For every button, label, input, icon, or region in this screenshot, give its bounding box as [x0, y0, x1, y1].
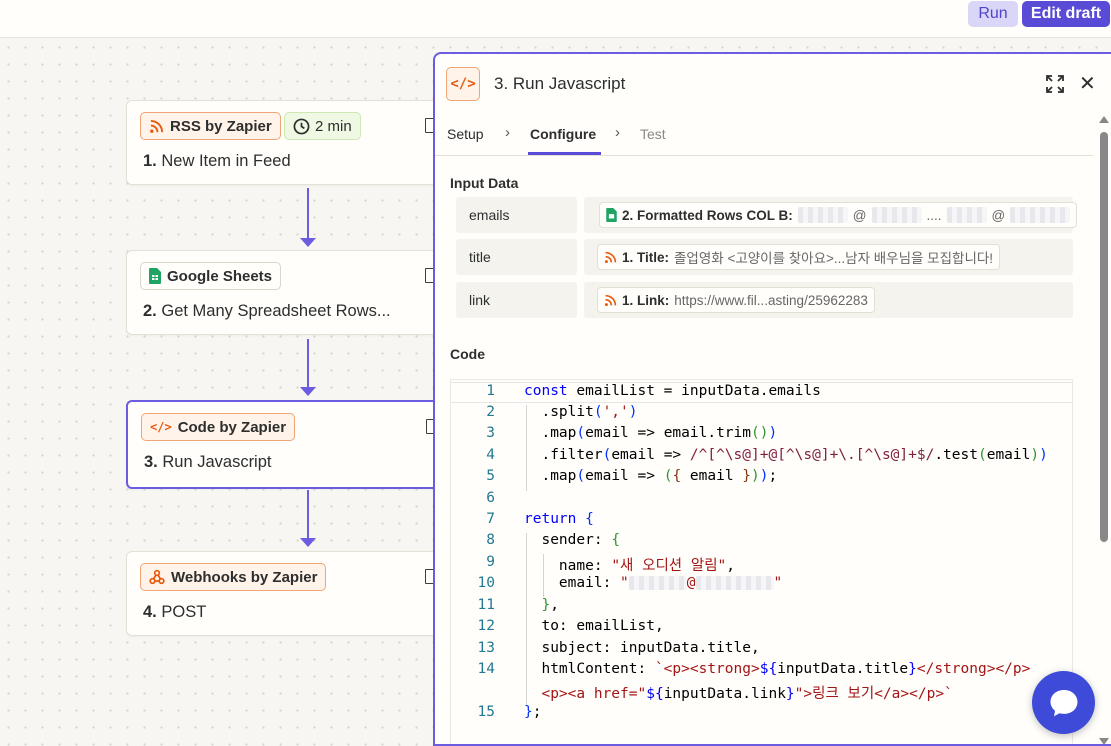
code-line: 11 },: [477, 597, 559, 613]
step-title: 4. POST: [143, 603, 207, 621]
field-key-input[interactable]: link: [456, 282, 577, 318]
code-line: 6: [486, 490, 495, 506]
app-name: Webhooks by Zapier: [171, 568, 318, 586]
expand-icon[interactable]: [1045, 74, 1065, 94]
step-title: 2. Get Many Spreadsheet Rows...: [143, 302, 391, 320]
code-heading: Code: [450, 346, 485, 362]
step-title: 1. New Item in Feed: [143, 152, 291, 170]
redacted-text: [695, 576, 774, 590]
schedule-badge: 2 min: [284, 112, 361, 140]
tab-configure[interactable]: Configure: [530, 126, 597, 142]
field-value-input[interactable]: 1. Title: 졸업영화 <고양이를 찾아요>...남자 배우님을 모집합니…: [584, 239, 1073, 275]
redacted-text: [871, 207, 922, 223]
arrow-down-icon: [300, 538, 316, 547]
step-editor-panel: </> 3. Run Javascript ✕ Setup › Configur…: [433, 52, 1111, 746]
field-value-input[interactable]: 2. Formatted Rows COL B: @....@: [584, 197, 1078, 233]
code-line: 5 .map(email => ({ email }));: [486, 468, 778, 484]
connector-line: [307, 188, 309, 240]
step-card-2[interactable]: Google Sheets 2. Get Many Spreadsheet Ro…: [126, 250, 456, 335]
code-line: 14 htmlContent: `<p><strong>${inputData.…: [477, 661, 1031, 677]
chat-bubble-icon: [1050, 689, 1077, 716]
code-line: <p><a href="${inputData.link}">링크 보기</a>…: [541, 686, 953, 702]
redacted-text: [797, 207, 848, 223]
panel-header: </> 3. Run Javascript ✕: [435, 54, 1111, 114]
mapped-field-pill[interactable]: 1. Link: https://www.fil...asting/259622…: [597, 287, 875, 313]
field-value-input[interactable]: 1. Link: https://www.fil...asting/259622…: [584, 282, 1073, 318]
step-title: 3. Run Javascript: [144, 453, 272, 471]
input-field-row: title 1. Title: 졸업영화 <고양이를 찾아요>...남자 배우님…: [456, 239, 1073, 275]
arrow-down-icon: [300, 238, 316, 247]
rss-icon: [604, 294, 617, 306]
google-sheets-icon: [606, 208, 617, 222]
code-icon: </>: [150, 420, 172, 434]
mapped-field-pill[interactable]: 2. Formatted Rows COL B: @....@: [599, 202, 1078, 228]
app-badge: RSS by Zapier: [140, 112, 281, 140]
step-card-1[interactable]: RSS by Zapier 2 min 1. New Item in Feed: [126, 100, 456, 185]
arrow-down-icon: [300, 387, 316, 396]
scroll-up-icon[interactable]: [1099, 116, 1109, 123]
scroll-down-icon[interactable]: [1099, 738, 1109, 744]
app-name: RSS by Zapier: [170, 117, 272, 135]
redacted-text: [1010, 207, 1071, 223]
app-name: Code by Zapier: [177, 418, 287, 436]
code-line: 10 email: "@": [477, 575, 783, 591]
code-line: 2 .split(','): [486, 404, 638, 420]
code-line: 8 sender: {: [486, 532, 621, 548]
panel-scrollbar[interactable]: [1097, 114, 1109, 744]
rss-icon: [604, 251, 617, 263]
top-toolbar: Run Edit draft: [0, 0, 1111, 38]
code-line: 3 .map(email => email.trim()): [486, 425, 778, 441]
mapped-field-pill[interactable]: 1. Title: 졸업영화 <고양이를 찾아요>...남자 배우님을 모집합니…: [597, 244, 1001, 270]
step-card-3[interactable]: </> Code by Zapier 3. Run Javascript: [126, 400, 456, 489]
chat-support-button[interactable]: [1032, 671, 1095, 734]
panel-title: 3. Run Javascript: [494, 74, 626, 93]
indent-guide: [543, 554, 544, 597]
redacted-text: [628, 576, 687, 590]
code-line: 4 .filter(email => /^[^\s@]+@[^\s@]+\.[^…: [486, 447, 1048, 463]
code-icon: </>: [446, 67, 480, 101]
active-tab-indicator: [528, 152, 601, 155]
app-badge: Google Sheets: [140, 262, 282, 290]
redacted-text: [946, 207, 987, 223]
chevron-right-icon: ›: [615, 124, 620, 141]
input-field-row: link 1. Link: https://www.fil...asting/2…: [456, 282, 1073, 318]
code-line: 9 name: "새 오디션 알림",: [486, 554, 736, 574]
close-icon[interactable]: ✕: [1079, 73, 1096, 95]
scroll-thumb[interactable]: [1100, 132, 1108, 542]
tab-test[interactable]: Test: [640, 126, 666, 142]
step-card-4[interactable]: Webhooks by Zapier 4. POST: [126, 551, 456, 636]
connector-line: [307, 339, 309, 389]
input-data-heading: Input Data: [450, 175, 519, 191]
field-key-input[interactable]: title: [456, 239, 577, 275]
rss-icon: [150, 119, 164, 133]
code-line: 13 subject: inputData.title,: [477, 640, 760, 656]
app-badge: Webhooks by Zapier: [140, 563, 327, 591]
panel-tabs: Setup › Configure › Test: [435, 114, 1093, 156]
chevron-right-icon: ›: [505, 124, 510, 141]
code-line: 12 to: emailList,: [477, 618, 664, 634]
clock-icon: [293, 118, 310, 134]
app-badge: </> Code by Zapier: [141, 413, 296, 441]
run-button[interactable]: Run: [968, 1, 1018, 27]
connector-line: [307, 490, 309, 540]
indent-guide: [526, 533, 527, 705]
webhook-icon: [149, 569, 165, 585]
app-name: Google Sheets: [167, 267, 273, 285]
google-sheets-icon: [149, 268, 161, 284]
edit-draft-button[interactable]: Edit draft: [1022, 1, 1110, 27]
input-field-row: emails 2. Formatted Rows COL B: @....@: [456, 197, 1078, 233]
tab-setup[interactable]: Setup: [447, 126, 484, 142]
field-key-input[interactable]: emails: [456, 197, 577, 233]
code-line: 15};: [477, 704, 542, 720]
schedule-text: 2 min: [315, 117, 352, 135]
indent-guide: [526, 405, 527, 491]
